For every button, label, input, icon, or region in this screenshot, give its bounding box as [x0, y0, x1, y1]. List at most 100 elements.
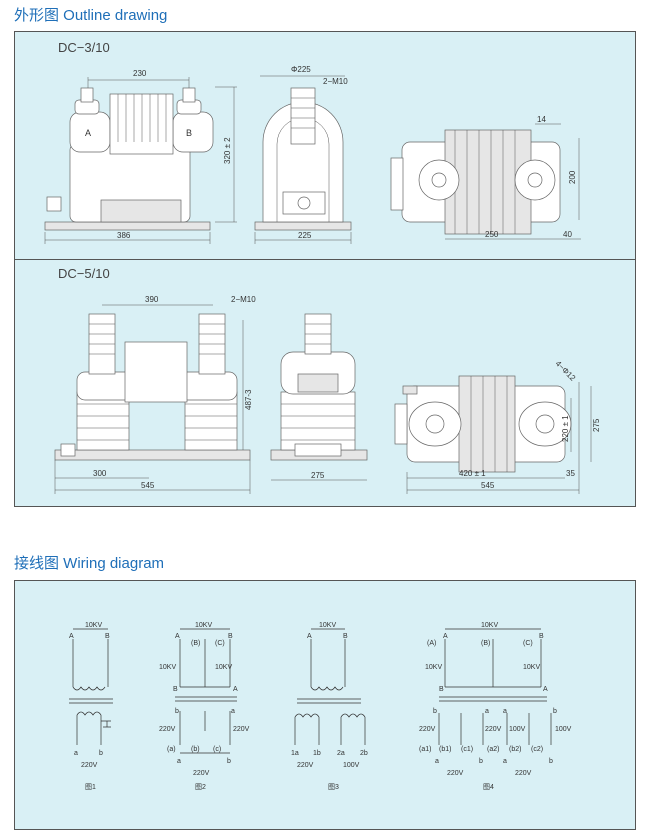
wiring-heading: 接线图 Wiring diagram [14, 555, 165, 572]
fig3-v1: 220V [297, 762, 314, 769]
fig2-cp: (c) [213, 746, 221, 753]
fig2-b1: b [175, 708, 179, 715]
fig2-Ab: A [233, 686, 238, 693]
dc510-side-base: 275 [311, 471, 325, 480]
dc310-side-view [254, 75, 352, 244]
fig2-A: A [175, 633, 180, 640]
fig4-Ap: (A) [427, 640, 436, 647]
outline-heading: 外形图 Outline drawing [14, 7, 168, 24]
fig4-vb1: 220V [447, 770, 464, 777]
wiring-fig1 [69, 628, 113, 745]
fig4-v3: 100V [509, 726, 526, 733]
dc510-front-view [54, 304, 251, 494]
fig4-v2: 220V [485, 726, 502, 733]
dc310-front-height: 320 ± 2 [223, 137, 232, 164]
dc510-top-220: 220 ± 1 [561, 415, 570, 442]
dc510-front-height: 487-3 [244, 389, 253, 410]
dc510-top-545: 545 [481, 481, 495, 490]
fig3-caption: 图3 [328, 783, 339, 791]
fig4-Bp: (B) [481, 640, 490, 647]
dc310-side-base: 225 [298, 231, 312, 240]
fig4-Cp: (C) [523, 640, 533, 647]
dc510-front-300: 300 [93, 469, 107, 478]
fig4-kv: 10KV [481, 622, 498, 629]
fig2-a2: a [177, 758, 181, 765]
dc310-side-diameter: Φ225 [291, 65, 311, 74]
fig4-b2: b [553, 708, 557, 715]
fig2-v-l: 220V [159, 726, 176, 733]
wiring-diagrams: 10KV A B a b 220V 图1 10KV A (B) (C) B 10… [69, 622, 572, 791]
fig4-A: A [443, 633, 448, 640]
outline-drawings: DC−3/10 [44, 40, 601, 494]
dc510-top-35: 35 [566, 469, 575, 478]
wiring-fig2 [175, 628, 237, 754]
fig4-Ab: A [543, 686, 548, 693]
fig4-b2p: (b2) [509, 746, 521, 753]
fig3-1b: 1b [313, 750, 321, 757]
fig3-1a: 1a [291, 750, 299, 757]
fig3-2b: 2b [360, 750, 368, 757]
fig4-kv-r: 10KV [523, 664, 540, 671]
fig1-a: a [74, 750, 78, 757]
fig2-kv: 10KV [195, 622, 212, 629]
dc310-terminal-b: B [186, 128, 192, 138]
fig4-a1p: (a1) [419, 746, 431, 753]
fig4-b1: b [433, 708, 437, 715]
fig2-v-b: 220V [193, 770, 210, 777]
dc510-side-view [270, 313, 368, 481]
wiring-fig4 [438, 628, 552, 745]
dc510-top-view [394, 375, 592, 494]
model-dc510-label: DC−5/10 [58, 266, 110, 281]
fig1-voltage: 220V [81, 762, 98, 769]
fig2-Bp: (B) [191, 640, 200, 647]
wiring-fig3 [294, 628, 366, 745]
dc310-top-40: 40 [563, 230, 572, 239]
fig4-c1p: (c1) [461, 746, 473, 753]
fig3-A: A [307, 633, 312, 640]
fig1-B: B [105, 633, 110, 640]
dc510-front-width: 390 [145, 295, 159, 304]
fig4-v4: 100V [555, 726, 572, 733]
dc310-top-view [390, 123, 581, 240]
fig2-caption: 图2 [195, 783, 206, 791]
outline-panel: DC−3/10 [14, 31, 636, 507]
fig2-bp: (b) [191, 746, 200, 753]
fig4-a2p: (a2) [487, 746, 499, 753]
dc510-front-thread: 2−M10 [231, 295, 256, 304]
dc310-front-base: 386 [117, 231, 131, 240]
dc310-top-14: 14 [537, 115, 546, 124]
dc310-side-thread: 2−M10 [323, 77, 348, 86]
dc310-top-200: 200 [568, 170, 577, 184]
fig2-v-r: 220V [233, 726, 250, 733]
fig4-a1: a [485, 708, 489, 715]
fig4-a2: a [503, 708, 507, 715]
fig3-2a: 2a [337, 750, 345, 757]
wiring-panel: 10KV A B a b 220V 图1 10KV A (B) (C) B 10… [14, 580, 636, 830]
fig2-Cp: (C) [215, 640, 225, 647]
dc510-top-holes: 4−Φ12 [554, 359, 578, 383]
fig2-Bb: B [173, 686, 178, 693]
fig1-b: b [99, 750, 103, 757]
fig2-a1: a [231, 708, 235, 715]
model-dc310-label: DC−3/10 [58, 40, 110, 55]
dc310-top-250: 250 [485, 230, 499, 239]
fig4-vb2: 220V [515, 770, 532, 777]
fig3-B: B [343, 633, 348, 640]
dc510-top-420: 420 ± 1 [459, 469, 486, 478]
fig2-kv-l: 10KV [159, 664, 176, 671]
fig4-c2p: (c2) [531, 746, 543, 753]
fig2-B: B [228, 633, 233, 640]
fig1-kv: 10KV [85, 622, 102, 629]
fig3-v2: 100V [343, 762, 360, 769]
panel-divider [15, 259, 635, 260]
fig4-b3: b [479, 758, 483, 765]
fig1-caption: 图1 [85, 783, 96, 791]
dc510-top-275: 275 [592, 418, 601, 432]
fig4-v1: 220V [419, 726, 436, 733]
fig4-a3: a [435, 758, 439, 765]
fig2-ap: (a) [167, 746, 176, 753]
fig2-b2: b [227, 758, 231, 765]
fig1-A: A [69, 633, 74, 640]
dc510-front-base: 545 [141, 481, 155, 490]
fig3-kv: 10KV [319, 622, 336, 629]
